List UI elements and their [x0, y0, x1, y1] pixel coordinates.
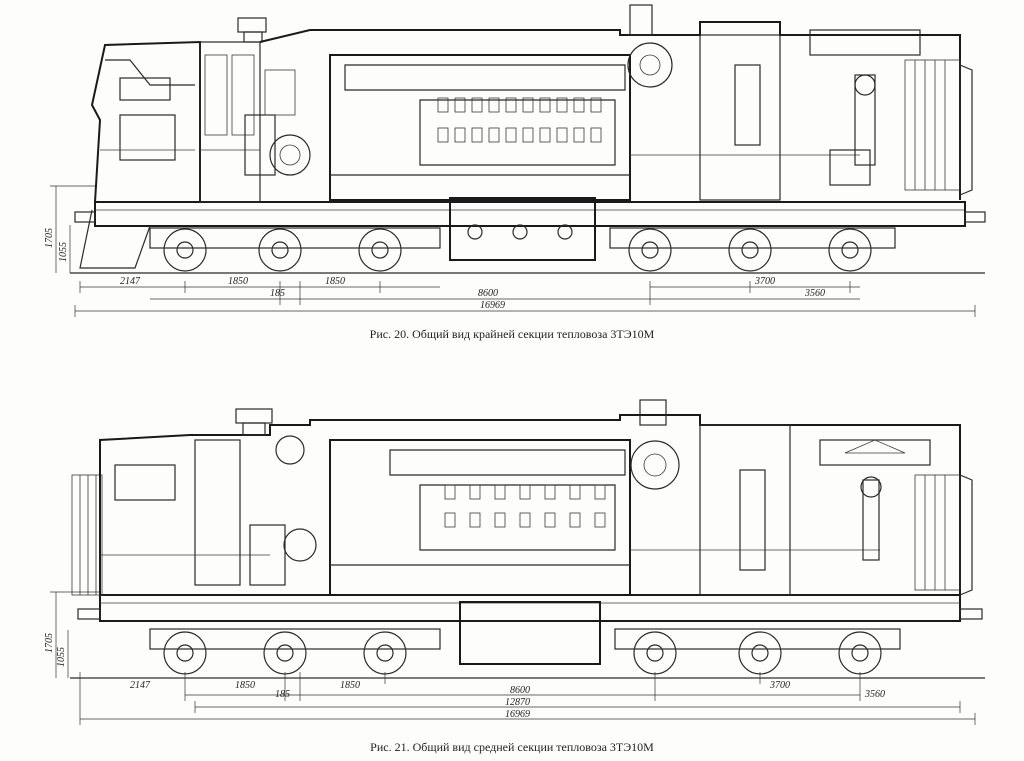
fig20-dim-8600: 8600: [478, 288, 498, 299]
fig20-dim-3700: 3700: [754, 276, 775, 287]
fig20-dim-1850b: 1850: [325, 276, 345, 287]
figure-20-drawing: 1705 1055 2147 1850 185 1850 8600 16969 …: [44, 4, 986, 317]
fig21-dim-2147: 2147: [130, 680, 151, 691]
fig20-dim-1705: 1705: [44, 228, 55, 248]
fig21-dim-8600: 8600: [510, 685, 530, 696]
fig21-dim-1850b: 1850: [340, 680, 360, 691]
figure-21-drawing: 1705 1055 2147 1850 185 1850 8600 12870 …: [44, 399, 985, 725]
fig20-dim-1850a: 1850: [228, 276, 248, 287]
fig20-dim-3560: 3560: [804, 288, 825, 299]
fig21-dim-12870: 12870: [505, 697, 530, 708]
fig21-dim-3700: 3700: [769, 680, 790, 691]
fig20-dim-185: 185: [270, 288, 285, 299]
fig21-dim-185: 185: [275, 689, 290, 700]
fig21-dim-16969: 16969: [505, 709, 530, 720]
fig20-dim-2147: 2147: [120, 276, 141, 287]
fig20-dim-16969: 16969: [480, 300, 505, 311]
fig20-dim-1055: 1055: [58, 242, 69, 262]
figure-20-caption: Рис. 20. Общий вид крайней секции теплов…: [369, 327, 655, 341]
fig21-dim-1055: 1055: [56, 647, 67, 667]
fig21-dim-1705: 1705: [44, 633, 55, 653]
fig21-dim-3560: 3560: [864, 689, 885, 700]
fig21-dim-1850a: 1850: [235, 680, 255, 691]
figure-21-caption: Рис. 21. Общий вид средней секции теплов…: [370, 740, 654, 754]
